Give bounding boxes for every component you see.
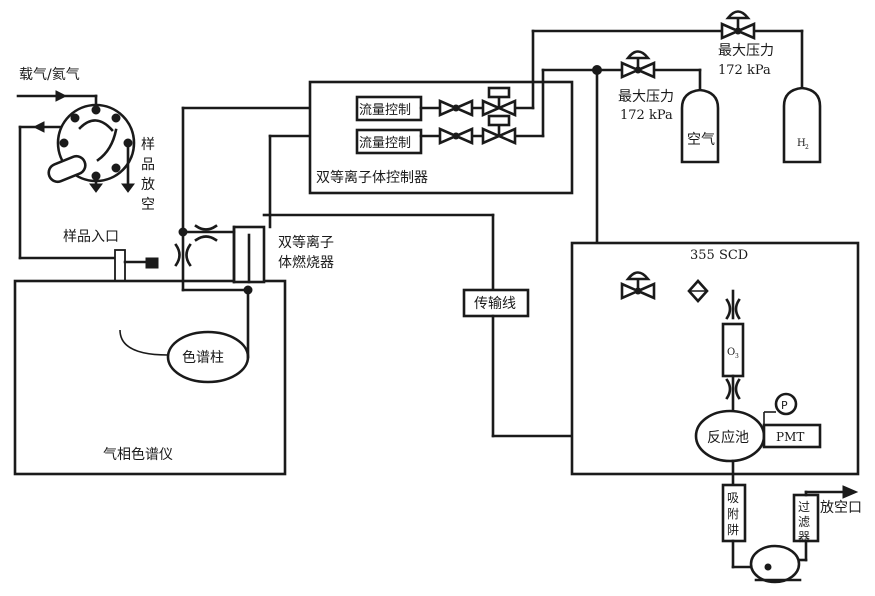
reaction-cell-label: 反应池: [707, 429, 749, 446]
filter-label: 过 滤 器: [798, 500, 810, 544]
air-label: 空气: [687, 132, 715, 148]
h2-cylinder: [782, 86, 822, 164]
o3-label: O: [727, 347, 735, 358]
max-pressure-label-1: 最大压力: [618, 89, 674, 105]
pressure-value-1: 172 kPa: [620, 108, 673, 123]
carrier-gas-arrow: [55, 90, 68, 102]
pressure-gauge-scd: [774, 392, 798, 416]
svg-text:品: 品: [141, 157, 155, 173]
column-label: 色谱柱: [182, 349, 224, 366]
pmt-label: PMT: [776, 430, 804, 444]
gc-label: 气相色谱仪: [103, 446, 173, 463]
max-pressure-label-2: 最大压力: [718, 43, 774, 59]
air-cylinder: [680, 88, 720, 164]
solenoid-valve-2: [481, 114, 517, 145]
scd-label: 355 SCD: [690, 248, 748, 263]
exhaust-filter: [792, 493, 820, 543]
h2-label: H: [797, 138, 806, 149]
restrictor-ozone-1: [725, 298, 741, 320]
burner-label-1: 双等离子: [278, 234, 334, 251]
trap-label: 吸 附 阱: [727, 491, 739, 537]
scd-filter-diamond: [687, 279, 709, 303]
scd-regulator: [620, 271, 656, 300]
sample-vent-label: 样 品 放 空: [141, 137, 155, 213]
pmt: [762, 423, 822, 449]
svg-text:过: 过: [798, 500, 810, 514]
restrictor-burner-1: [174, 243, 192, 267]
svg-text:流量控制: 流量控制: [359, 103, 411, 118]
solenoid-valve-1: [481, 86, 517, 117]
carrier-gas-label: 载气/氦气: [19, 67, 80, 83]
svg-text:空: 空: [141, 197, 155, 213]
burner-label-2: 体燃烧器: [278, 254, 334, 271]
transfer-line-label: 传输线: [474, 296, 516, 312]
svg-text:样: 样: [141, 137, 155, 153]
svg-text:放: 放: [141, 177, 155, 193]
h2-regulator: [720, 10, 756, 40]
dual-plasma-controller-label: 双等离子体控制器: [316, 169, 428, 186]
pressure-value-2: 172 kPa: [718, 63, 771, 78]
svg-text:P: P: [781, 399, 788, 412]
o3-subscript: 3: [735, 353, 739, 360]
vacuum-pump: [749, 544, 802, 584]
svg-text:器: 器: [798, 530, 810, 544]
air-regulator: [620, 50, 656, 79]
return-arrow: [32, 121, 45, 133]
restrictor-ozone-2: [725, 378, 741, 400]
sample-valve: [47, 103, 136, 193]
vent-label: 放空口: [820, 500, 862, 516]
svg-text:阱: 阱: [727, 523, 739, 537]
dual-plasma-burner: [232, 225, 266, 284]
gc-oven: [13, 279, 287, 476]
transfer-line: [462, 288, 530, 318]
needle-valve-2: [438, 127, 474, 145]
restrictor-burner-2: [194, 224, 218, 242]
svg-text:附: 附: [727, 507, 739, 521]
svg-text:流量控制: 流量控制: [359, 136, 411, 151]
sample-inlet-label: 样品入口: [63, 229, 119, 245]
h2-subscript: 2: [805, 144, 809, 151]
sample-loop: [47, 154, 87, 184]
needle-valve-1: [438, 99, 474, 117]
vent-arrow: [842, 485, 859, 499]
svg-text:滤: 滤: [798, 515, 810, 529]
flow-controller-2: [355, 128, 423, 155]
svg-text:吸: 吸: [727, 491, 739, 505]
